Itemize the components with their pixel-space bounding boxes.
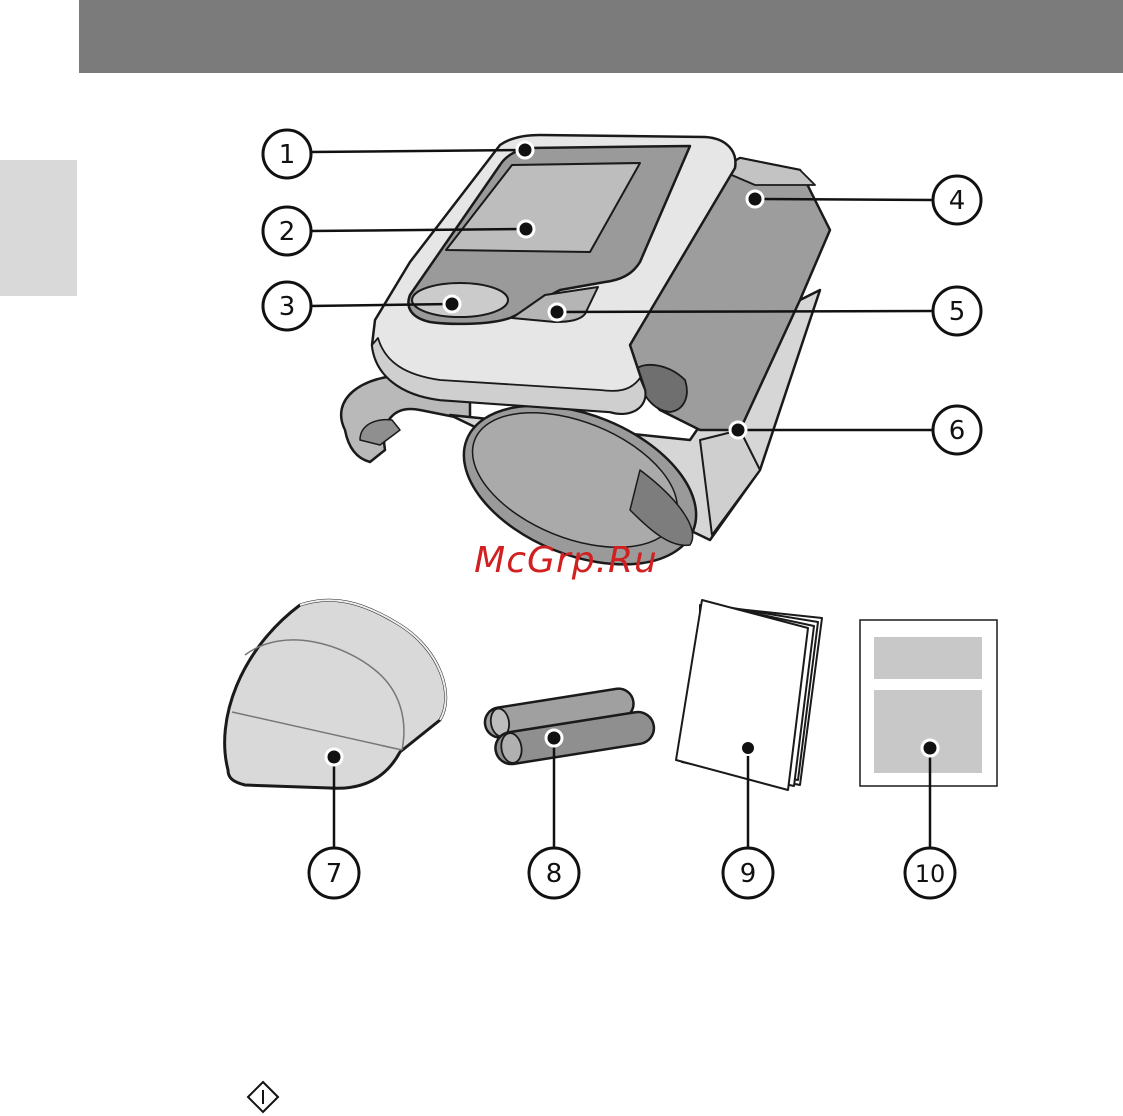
- info-diamond-icon: [248, 1082, 278, 1112]
- watermark-text: McGrp.Ru: [474, 540, 658, 581]
- callout-1: 1: [279, 140, 296, 170]
- callout-3: 3: [279, 292, 296, 322]
- callout-2: 2: [279, 217, 296, 247]
- batteries-illustration: [483, 687, 656, 767]
- callout-5: 5: [949, 297, 966, 327]
- callout-7: 7: [326, 859, 343, 889]
- card-illustration: [860, 620, 997, 786]
- callout-4: 4: [949, 186, 966, 216]
- callout-6: 6: [949, 416, 966, 446]
- callout-8: 8: [546, 859, 563, 889]
- callout-10: 10: [915, 860, 946, 888]
- callout-9: 9: [740, 859, 757, 889]
